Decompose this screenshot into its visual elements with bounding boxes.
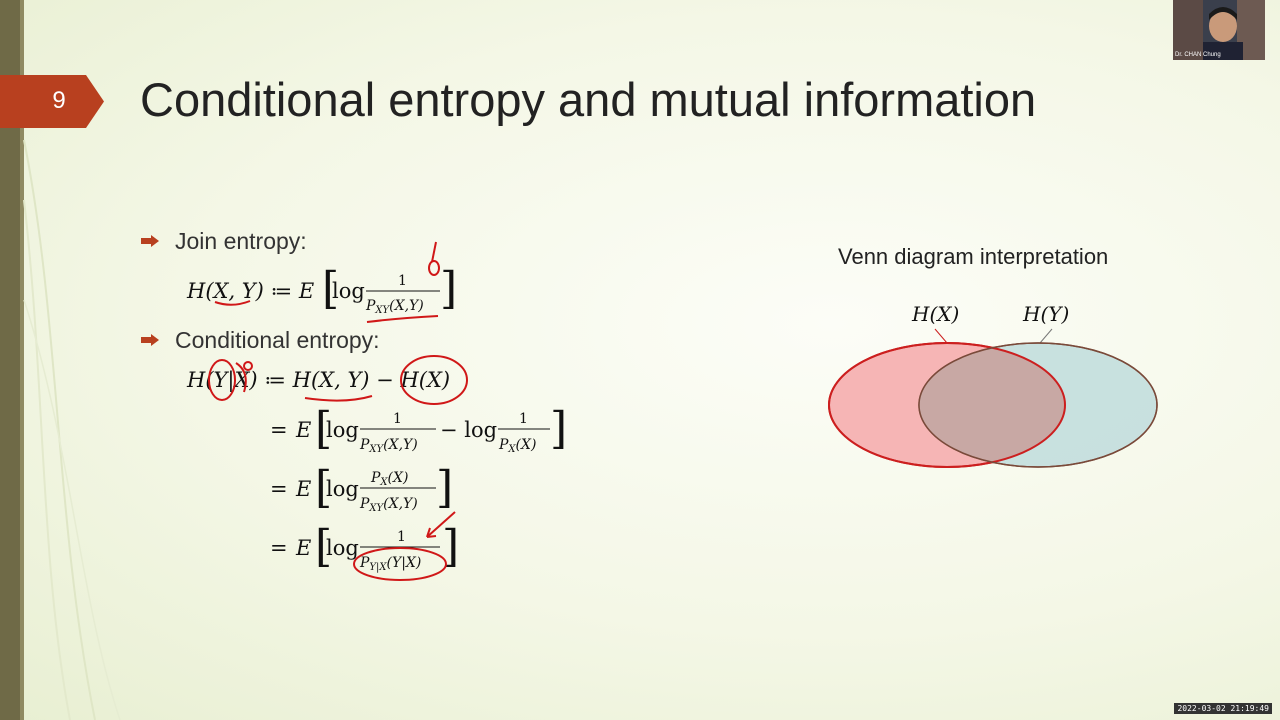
- svg-text:[: [: [315, 403, 332, 454]
- svg-text:=: =: [270, 418, 288, 442]
- svg-text:[: [: [315, 462, 332, 513]
- decorative-lines: [23, 139, 121, 720]
- svg-text:1: 1: [397, 529, 406, 545]
- svg-text:1: 1: [393, 411, 402, 427]
- slide-number: 9: [52, 87, 66, 114]
- svg-text:H(Y|X) ≔ H(X, Y) − H(X): H(Y|X) ≔ H(X, Y) − H(X): [186, 368, 450, 393]
- slide-title: Conditional entropy and mutual informati…: [140, 73, 1037, 126]
- recording-timestamp: 2022-03-02 21:19:49: [1174, 703, 1272, 714]
- svg-text:E: E: [295, 477, 311, 501]
- svg-text:]: ]: [436, 462, 453, 513]
- svg-text:E: E: [295, 418, 311, 442]
- svg-text:1: 1: [398, 273, 407, 289]
- conditional-entropy-formula: H(Y|X) ≔ H(X, Y) − H(X) = E [ log 1 PXY(…: [186, 368, 567, 573]
- svg-text:PXY(X,Y): PXY(X,Y): [359, 437, 418, 455]
- venn-left-label: H(X): [911, 302, 959, 326]
- svg-text:log: log: [326, 536, 359, 560]
- svg-text:[: [: [315, 521, 332, 572]
- svg-text:PY|X(Y|X): PY|X(Y|X): [359, 555, 421, 573]
- bullet-arrow-icon: [141, 235, 159, 247]
- svg-text:]: ]: [550, 403, 567, 454]
- venn-right-label: H(Y): [1022, 302, 1069, 326]
- svg-text:log: log: [332, 279, 365, 303]
- webcam-name: Dr. CHAN Chung: [1175, 52, 1221, 58]
- svg-text:[: [: [322, 263, 339, 314]
- svg-text:PXY(X,Y): PXY(X,Y): [359, 496, 418, 514]
- svg-text:=: =: [270, 477, 288, 501]
- bullet-conditional-entropy: Conditional entropy:: [175, 327, 380, 353]
- joint-entropy-formula: H(X, Y) ≔ E [ log 1 PXY(X,Y) ]: [186, 263, 457, 316]
- svg-text:− log: − log: [440, 418, 497, 442]
- venn-title: Venn diagram interpretation: [838, 244, 1109, 269]
- svg-text:H(X, Y) ≔ E: H(X, Y) ≔ E: [186, 279, 314, 303]
- venn-diagram: H(X) H(Y): [828, 302, 1158, 468]
- svg-text:log: log: [326, 477, 359, 501]
- svg-text:1: 1: [519, 411, 528, 427]
- svg-text:]: ]: [442, 521, 459, 572]
- left-decor-stripe: [20, 0, 24, 720]
- venn-overlap: [919, 343, 1065, 467]
- svg-text:=: =: [270, 536, 288, 560]
- bullet-joint-entropy: Join entropy:: [175, 228, 307, 254]
- slide-number-badge: [0, 75, 104, 128]
- svg-text:PXY(X,Y): PXY(X,Y): [365, 298, 424, 316]
- handwritten-annotations: [208, 241, 468, 581]
- left-decor-bar: [0, 0, 20, 720]
- svg-text:PX(X): PX(X): [370, 470, 408, 488]
- svg-text:PX(X): PX(X): [498, 437, 536, 455]
- svg-text:E: E: [295, 536, 311, 560]
- bullet-arrow-icon: [141, 334, 159, 346]
- presenter-avatar-icon: [1173, 0, 1265, 60]
- svg-text:]: ]: [440, 263, 457, 314]
- svg-text:log: log: [326, 418, 359, 442]
- webcam-thumbnail[interactable]: Dr. CHAN Chung: [1173, 0, 1265, 60]
